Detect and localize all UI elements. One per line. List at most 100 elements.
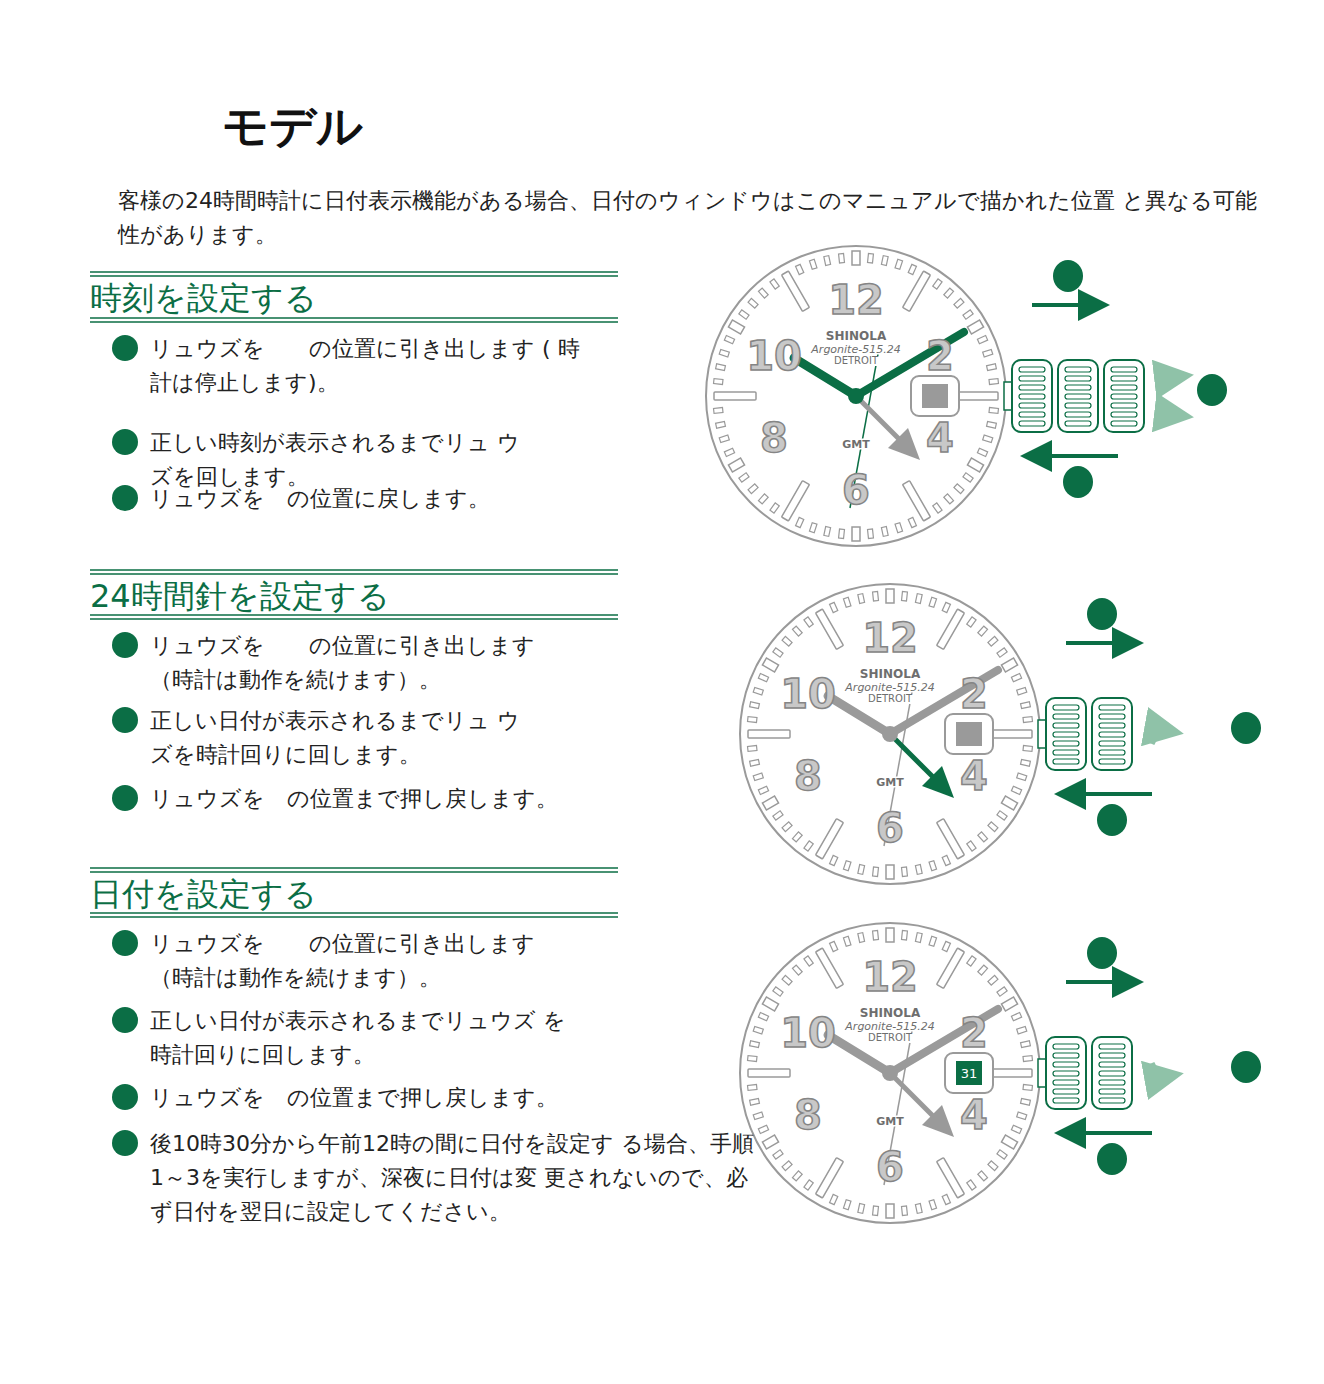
hour-index [937,948,965,988]
minute-mark [719,435,729,443]
hour-index [886,865,894,879]
crown-knurl [1099,1053,1125,1058]
crown-knurl [1065,421,1091,426]
crown-knurl [1065,367,1091,372]
crown-segment [1092,698,1132,770]
minute-mark [873,867,879,876]
brand-name: SHINOLA [858,668,922,680]
crown-segment [1104,360,1144,432]
crown-knurl [1099,723,1125,728]
turn-arrow [1166,402,1184,416]
step-text: リュウズを の位置に引き出します （時計は動作を続けます）。 [150,629,580,697]
hour-index [937,609,965,649]
minute-mark [796,264,804,274]
crown-knurl [1053,759,1079,764]
crown-knurl [1053,741,1079,746]
minute-mark [714,408,723,414]
city-name: DETROIT [866,694,914,704]
minute-mark [1011,674,1021,682]
crown-knurl [1053,723,1079,728]
crown-knurl [1053,732,1079,737]
minute-mark [792,965,802,975]
gmt-mark: GMT [874,1116,905,1127]
minute-mark [809,259,817,269]
minute-mark [978,965,988,975]
watch-dials [706,246,1261,1223]
crown-knurl [1019,421,1045,426]
crown-knurl [1099,1098,1125,1103]
minute-mark [868,529,874,538]
dial-numeral: 4 [960,1095,988,1135]
gmt-hand-tip [922,766,954,798]
gmt-hand [856,396,900,440]
minute-mark [748,484,758,494]
crown-knurl [1111,367,1137,372]
hour-index [1001,796,1017,810]
hand-pivot [882,726,898,742]
crown-knurl [1019,385,1045,390]
date-number: 31 [961,1067,978,1080]
crown-knurl [1019,394,1045,399]
minute-mark [830,941,838,951]
minute-mark [1023,717,1032,723]
hour-index [852,251,860,265]
crown-segment [1046,698,1086,770]
pull-arrow [1032,303,1102,307]
model-name: Argonite-515.24 [843,682,936,693]
minute-mark [873,1206,879,1215]
crown-knurl [1065,385,1091,390]
minute-mark [782,822,792,832]
hour-index [903,481,931,521]
minute-mark [902,592,908,601]
minute-mark [915,594,922,604]
minute-mark [748,717,757,723]
minute-mark [902,867,908,876]
crown-knurl [1111,403,1137,408]
minute-mark [830,602,838,612]
minute-mark [716,364,726,371]
minute-mark [792,626,802,636]
minute-mark [773,648,783,657]
crown-knurl [1099,1089,1125,1094]
hour-index [748,730,790,738]
crown-knurl [1053,1053,1079,1058]
dial-numeral: 8 [760,418,788,458]
step-text: 後10時30分から午前12時の間に日付を設定す る場合、手順1～3を実行しますが… [150,1127,760,1229]
minute-mark [987,421,997,428]
crown-knurl [1099,750,1125,755]
minute-mark [753,1026,763,1034]
dial-numeral: 12 [862,957,918,997]
step-text: リュウズを の位置に引き出します （時計は動作を続けます）。 [150,927,580,995]
minute-mark [942,855,950,865]
page-title: モデル [222,96,363,156]
crown-knurl [1111,376,1137,381]
minute-mark [773,1150,783,1159]
crown-knurl [1111,394,1137,399]
crown-knurl [1053,1071,1079,1076]
minute-mark [983,435,993,443]
minute-mark [782,975,792,985]
crown-knurl [1053,1098,1079,1103]
minute-mark [942,602,950,612]
minute-mark [782,636,792,646]
minute-mark [858,1204,865,1214]
minute-mark [782,1161,792,1171]
callout-dot [1063,466,1093,498]
hour-index [762,997,778,1011]
minute-mark [748,1085,757,1091]
minute-mark [908,264,916,274]
crown-knurl [1053,1089,1079,1094]
hour-index [937,819,965,859]
intro-note: 客様の24時間時計に日付表示機能がある場合、日付のウィンドウはこのマニュアルで描… [118,184,1258,252]
minute-mark [796,517,804,527]
gmt-hand-tip [922,1105,954,1137]
section-rules [90,272,618,917]
minute-mark [929,861,937,871]
step-text: リュウズを の位置まで押し戻します。 [150,782,610,816]
minute-mark [997,1150,1007,1159]
minute-mark [915,865,922,875]
hour-index [762,658,778,672]
minute-mark [963,473,973,482]
model-name: Argonite-515.24 [809,344,902,355]
crown-knurl [1099,1071,1125,1076]
